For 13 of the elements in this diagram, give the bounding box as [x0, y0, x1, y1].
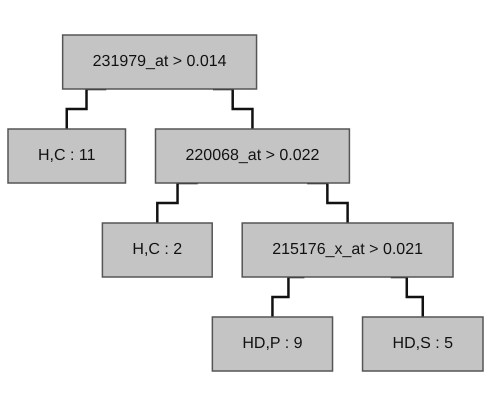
node-box: 215176_x_at > 0.021	[241, 222, 454, 278]
node-box: HD,P : 9	[212, 316, 334, 372]
connector	[271, 275, 304, 318]
node-box: HD,S : 5	[362, 316, 484, 372]
node-box: H,C : 2	[102, 222, 213, 278]
node-box: 231979_at > 0.014	[62, 34, 258, 90]
node-box: 220068_at > 0.022	[154, 128, 350, 184]
connector	[66, 87, 106, 130]
connector	[156, 181, 198, 224]
node-box: H,C : 11	[7, 128, 126, 184]
connector	[390, 275, 424, 318]
connector	[307, 181, 349, 224]
connector	[212, 87, 254, 130]
